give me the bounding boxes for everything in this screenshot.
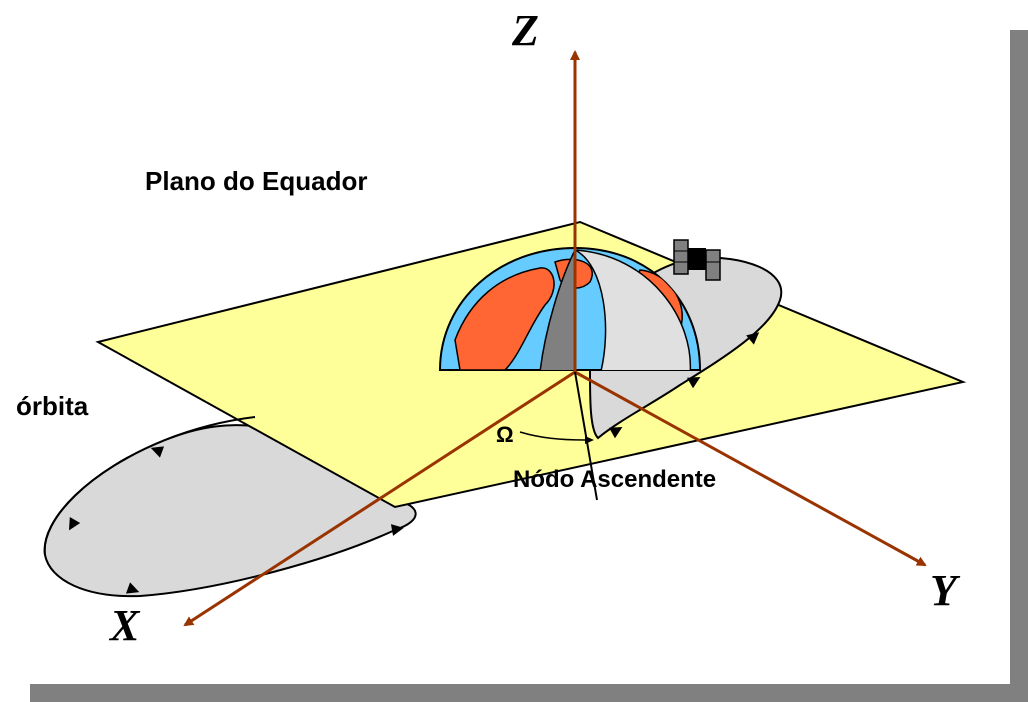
ascending-node-label: Nódo Ascendente	[513, 466, 716, 493]
satellite-icon	[673, 239, 721, 281]
y-axis	[574, 370, 927, 567]
orbit-lower-rim	[43, 416, 256, 556]
orbit-arrow	[687, 377, 701, 389]
plane-label: Plano do Equador	[145, 166, 367, 196]
axis-y-label: Y	[930, 566, 961, 615]
omega-angle-arc	[519, 431, 586, 441]
omega-label: Ω	[496, 422, 514, 447]
node-line	[574, 371, 598, 501]
orbit-arrow	[746, 332, 760, 345]
orbit-arrow	[69, 517, 81, 531]
axis-z-label: Z	[511, 6, 539, 55]
orbit-arrow	[609, 427, 623, 439]
orbit-direction-arrows	[69, 332, 760, 594]
orbit-arrow	[390, 524, 404, 536]
omega-arrow	[585, 436, 594, 444]
axis-x-label: X	[108, 601, 141, 650]
orbit-arrow	[125, 582, 140, 594]
orbit-arrow	[150, 446, 165, 458]
coordinate-axes	[183, 50, 927, 627]
x-axis	[183, 370, 576, 627]
frame-shadow	[30, 30, 1028, 702]
orbit-label: órbita	[16, 391, 89, 421]
continent-shape	[454, 267, 555, 370]
